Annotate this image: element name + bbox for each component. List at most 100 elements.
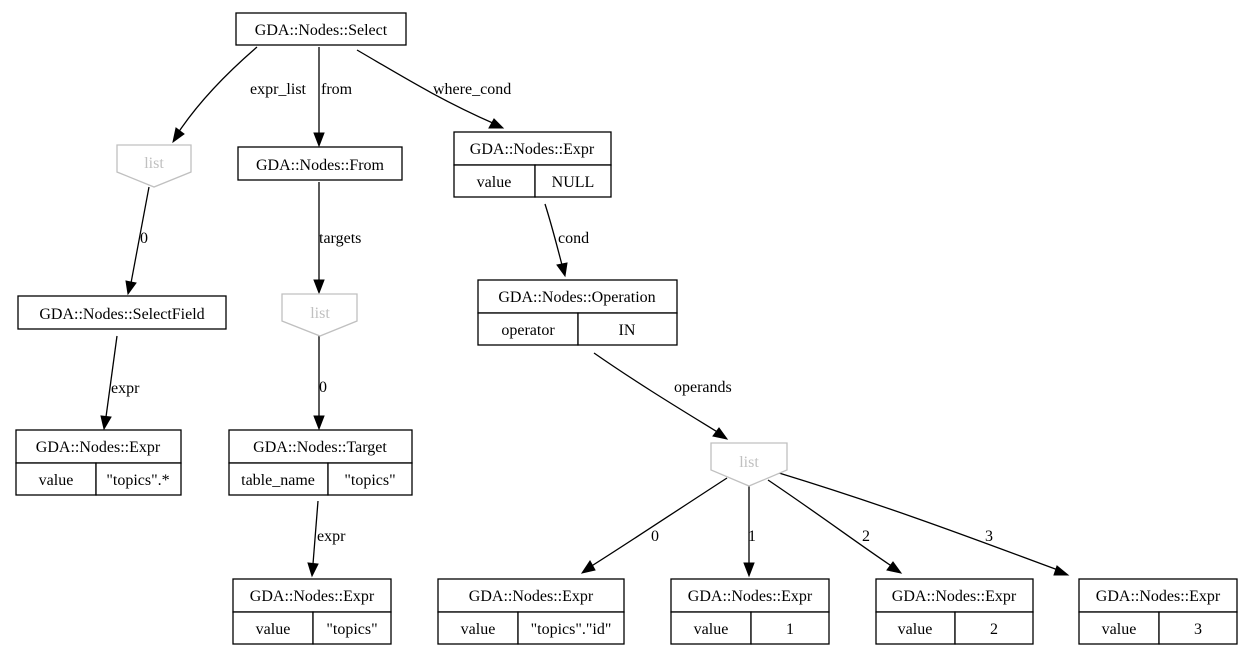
node-select: GDA::Nodes::Select — [235, 12, 407, 46]
node-operation-box — [477, 279, 678, 314]
edge-target-expr-arrowhead — [307, 562, 319, 578]
node-operand-0-title: GDA::Nodes::Expr — [469, 588, 594, 605]
edge-label-operands: operands — [674, 379, 732, 396]
node-target-expr-key: value — [256, 621, 291, 638]
edge-label-list-exprs-0: 0 — [140, 230, 148, 247]
edge-label-list-targets-0: 0 — [319, 379, 327, 396]
node-operand-2-box — [875, 578, 1034, 613]
node-operand-3: GDA::Nodes::Expr value 3 — [1078, 578, 1238, 645]
edge-label-target-expr: expr — [317, 528, 346, 545]
edge-label-op3: 3 — [985, 528, 993, 545]
edge-list-targets-0-arrowhead — [313, 415, 325, 431]
node-operand-2-title: GDA::Nodes::Expr — [892, 588, 1017, 605]
edge-target-expr — [312, 500, 319, 565]
node-field-expr-box — [15, 429, 182, 464]
edge-operands — [593, 352, 720, 434]
node-target-val: "topics" — [344, 472, 395, 489]
node-operand-1-key: value — [694, 621, 729, 638]
edge-expr-list — [177, 46, 258, 134]
edge-from-arrowhead — [313, 132, 325, 148]
node-operand-3-key: value — [1102, 621, 1137, 638]
edges: expr_list from where_cond 0 targets cond… — [100, 46, 1070, 578]
edge-label-op0: 0 — [651, 528, 659, 545]
edge-op0 — [589, 477, 728, 568]
edge-op3-arrowhead — [1053, 565, 1070, 576]
edge-cond — [544, 203, 563, 266]
node-target-key: table_name — [241, 472, 315, 489]
node-operand-3-val: 3 — [1194, 621, 1202, 638]
node-operation-val: IN — [619, 322, 636, 339]
edge-label-op1: 1 — [748, 528, 756, 545]
node-operand-1: GDA::Nodes::Expr value 1 — [670, 578, 830, 645]
node-operand-2-val: 2 — [990, 621, 998, 638]
node-operand-1-val-cell — [750, 611, 830, 645]
node-where-expr-key: value — [477, 174, 512, 191]
node-target-expr-val: "topics" — [326, 621, 377, 638]
node-list-targets-label: list — [310, 305, 330, 322]
edge-field-expr-arrowhead — [100, 415, 112, 431]
node-select-box — [235, 12, 407, 46]
edge-targets-arrowhead — [313, 279, 325, 295]
node-target-expr-key-cell — [232, 611, 314, 645]
node-field-expr-val-cell — [95, 462, 182, 496]
edge-field-expr — [105, 335, 118, 418]
node-select-field-title: GDA::Nodes::SelectField — [39, 306, 204, 323]
node-operand-2: GDA::Nodes::Expr value 2 — [875, 578, 1034, 645]
edge-op1-arrowhead — [743, 562, 755, 578]
node-target-title: GDA::Nodes::Target — [253, 439, 387, 456]
node-from: GDA::Nodes::From — [237, 146, 403, 181]
edge-label-where-cond: where_cond — [433, 81, 511, 98]
node-list-exprs: list — [116, 144, 192, 188]
node-operation: GDA::Nodes::Operation operator IN — [477, 279, 678, 346]
node-from-title: GDA::Nodes::From — [256, 157, 385, 174]
node-target-key-cell — [228, 462, 329, 496]
node-operand-2-key-cell — [875, 611, 956, 645]
edge-where-cond — [356, 49, 496, 125]
node-list-operands-shape — [710, 442, 788, 487]
edge-op2-arrowhead — [886, 561, 903, 574]
edge-operands-arrowhead — [712, 427, 729, 440]
node-operand-1-box — [670, 578, 830, 613]
node-target-expr: GDA::Nodes::Expr value "topics" — [232, 578, 392, 645]
node-operand-0-box — [437, 578, 625, 613]
node-operand-1-key-cell — [670, 611, 752, 645]
node-list-targets: list — [281, 293, 358, 337]
node-target-val-cell — [327, 462, 413, 496]
edge-label-from: from — [321, 81, 353, 98]
edge-label-cond: cond — [558, 230, 589, 247]
node-operation-key: operator — [501, 322, 555, 339]
node-list-exprs-shape — [116, 144, 192, 188]
node-operand-1-val: 1 — [786, 621, 794, 638]
edge-label-field-expr: expr — [111, 380, 140, 397]
node-select-field-box — [17, 295, 227, 330]
edge-expr-list-arrowhead — [172, 127, 185, 144]
node-operand-1-title: GDA::Nodes::Expr — [688, 588, 813, 605]
node-list-operands-label: list — [739, 454, 759, 471]
edge-label-op2: 2 — [862, 528, 870, 545]
node-field-expr-title: GDA::Nodes::Expr — [36, 439, 161, 456]
edge-op0-arrowhead — [580, 560, 596, 574]
edge-op3 — [778, 472, 1059, 571]
node-operation-title: GDA::Nodes::Operation — [498, 289, 655, 306]
node-target: GDA::Nodes::Target table_name "topics" — [228, 429, 413, 496]
node-field-expr: GDA::Nodes::Expr value "topics".* — [15, 429, 182, 496]
node-field-expr-key: value — [39, 472, 74, 489]
node-select-title: GDA::Nodes::Select — [255, 22, 388, 39]
edge-list-exprs-0-arrowhead — [125, 280, 137, 296]
node-list-exprs-label: list — [144, 155, 164, 172]
node-operand-0-val: "topics"."id" — [531, 621, 612, 638]
node-operand-2-key: value — [898, 621, 933, 638]
node-target-expr-box — [232, 578, 392, 613]
node-where-expr-title: GDA::Nodes::Expr — [470, 141, 595, 158]
node-operand-0-key: value — [461, 621, 496, 638]
edge-list-exprs-0 — [130, 186, 150, 284]
node-operand-3-val-cell — [1158, 611, 1238, 645]
node-target-expr-val-cell — [312, 611, 392, 645]
node-operand-3-key-cell — [1078, 611, 1160, 645]
edge-label-targets: targets — [319, 230, 361, 247]
node-target-expr-title: GDA::Nodes::Expr — [250, 588, 375, 605]
node-operand-0-val-cell — [517, 611, 625, 645]
node-where-expr: GDA::Nodes::Expr value NULL — [453, 131, 612, 198]
node-operand-2-val-cell — [954, 611, 1034, 645]
